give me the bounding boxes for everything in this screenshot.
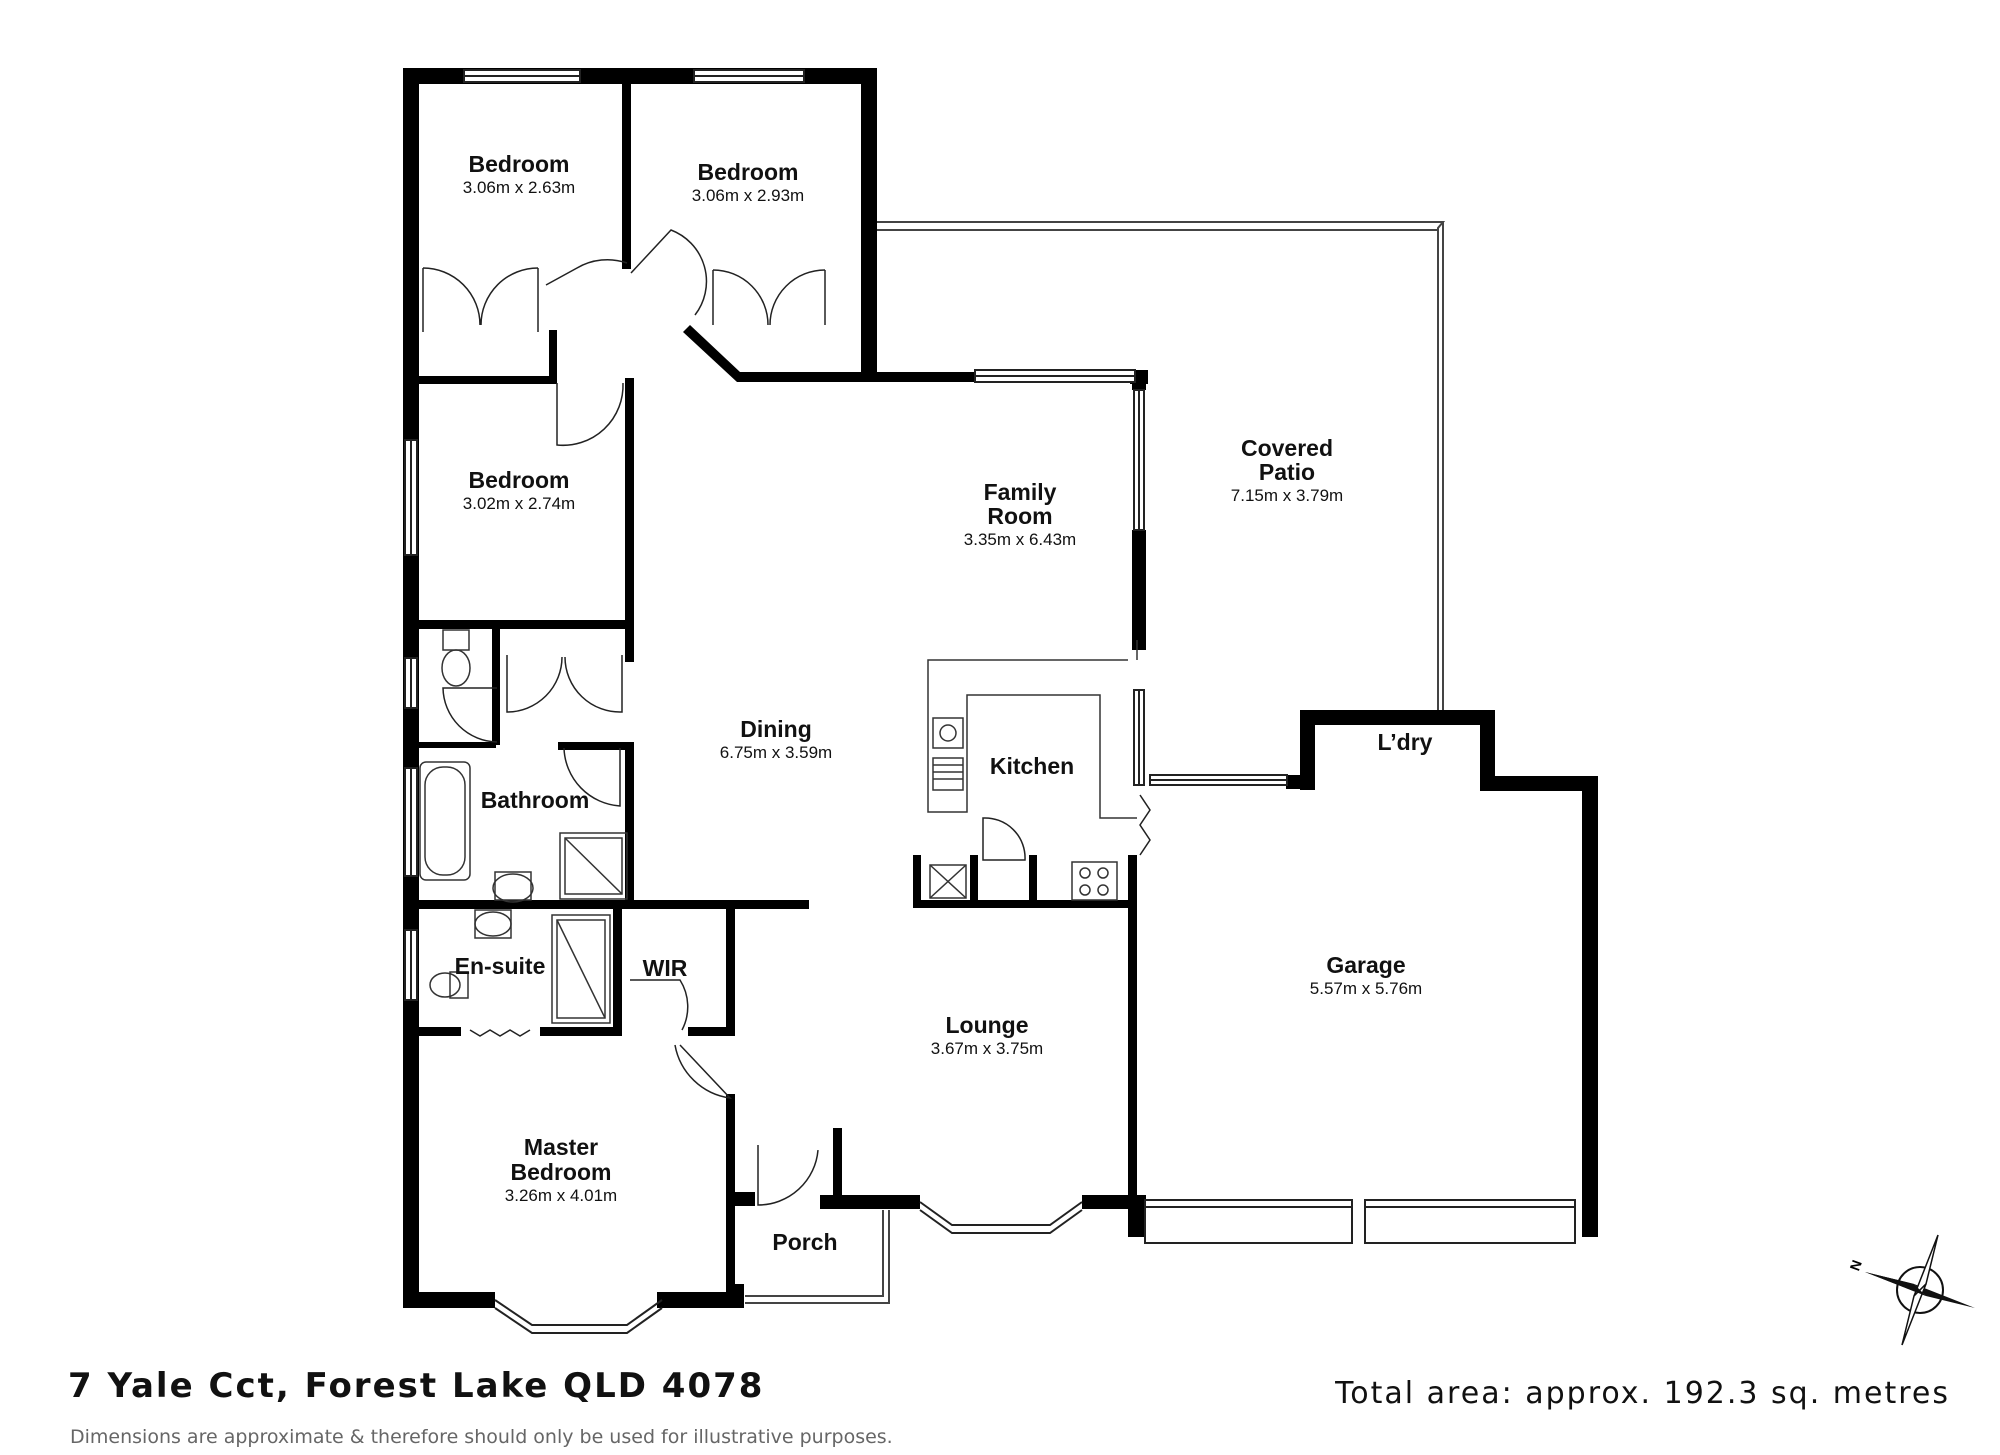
dining-dims: 6.75m x 3.59m bbox=[720, 743, 832, 762]
property-address: 7 Yale Cct, Forest Lake QLD 4078 bbox=[68, 1366, 765, 1406]
master-bedroom-label-line2: Bedroom bbox=[511, 1159, 612, 1185]
patio-dims: 7.15m x 3.79m bbox=[1231, 486, 1343, 505]
dining-label: Dining bbox=[740, 716, 812, 742]
patio-outline bbox=[873, 221, 1446, 712]
room-labels: Bedroom 3.06m x 2.63m Bedroom 3.06m x 2.… bbox=[455, 151, 1433, 1255]
fixtures bbox=[419, 629, 1138, 1024]
walls bbox=[403, 68, 1598, 1308]
patio-label-line1: Covered bbox=[1241, 435, 1333, 461]
garage-dims: 5.57m x 5.76m bbox=[1310, 979, 1422, 998]
bathroom-label: Bathroom bbox=[481, 787, 590, 813]
kitchen-label: Kitchen bbox=[990, 753, 1074, 779]
disclaimer-text: Dimensions are approximate & therefore s… bbox=[70, 1426, 893, 1448]
compass: N bbox=[1846, 1234, 1975, 1346]
patio-label-line2: Patio bbox=[1259, 459, 1315, 485]
bay-windows bbox=[494, 1201, 1083, 1334]
bedroom-3-label: Bedroom bbox=[469, 467, 570, 493]
total-area: Total area: approx. 192.3 sq. metres bbox=[1335, 1376, 1950, 1411]
bedroom-1-dims: 3.06m x 2.63m bbox=[463, 178, 575, 197]
windows bbox=[404, 69, 1576, 1244]
doors bbox=[422, 229, 1151, 1206]
family-room-label-line2: Room bbox=[987, 503, 1052, 529]
master-bedroom-label-line1: Master bbox=[524, 1134, 598, 1160]
wir-label: WIR bbox=[643, 955, 688, 981]
bedroom-2-label: Bedroom bbox=[698, 159, 799, 185]
lounge-label: Lounge bbox=[945, 1012, 1028, 1038]
compass-north-label: N bbox=[1846, 1258, 1864, 1273]
family-room-dims: 3.35m x 6.43m bbox=[964, 530, 1076, 549]
bedroom-1-label: Bedroom bbox=[469, 151, 570, 177]
porch-outline bbox=[745, 1210, 890, 1304]
family-room-label-line1: Family bbox=[984, 479, 1057, 505]
bedroom-3-dims: 3.02m x 2.74m bbox=[463, 494, 575, 513]
garage-label: Garage bbox=[1326, 952, 1405, 978]
ensuite-label: En-suite bbox=[455, 953, 546, 979]
master-bedroom-dims: 3.26m x 4.01m bbox=[505, 1186, 617, 1205]
bedroom-2-dims: 3.06m x 2.93m bbox=[692, 186, 804, 205]
porch-label: Porch bbox=[772, 1229, 837, 1255]
laundry-label: L’dry bbox=[1378, 729, 1433, 755]
lounge-dims: 3.67m x 3.75m bbox=[931, 1039, 1043, 1058]
